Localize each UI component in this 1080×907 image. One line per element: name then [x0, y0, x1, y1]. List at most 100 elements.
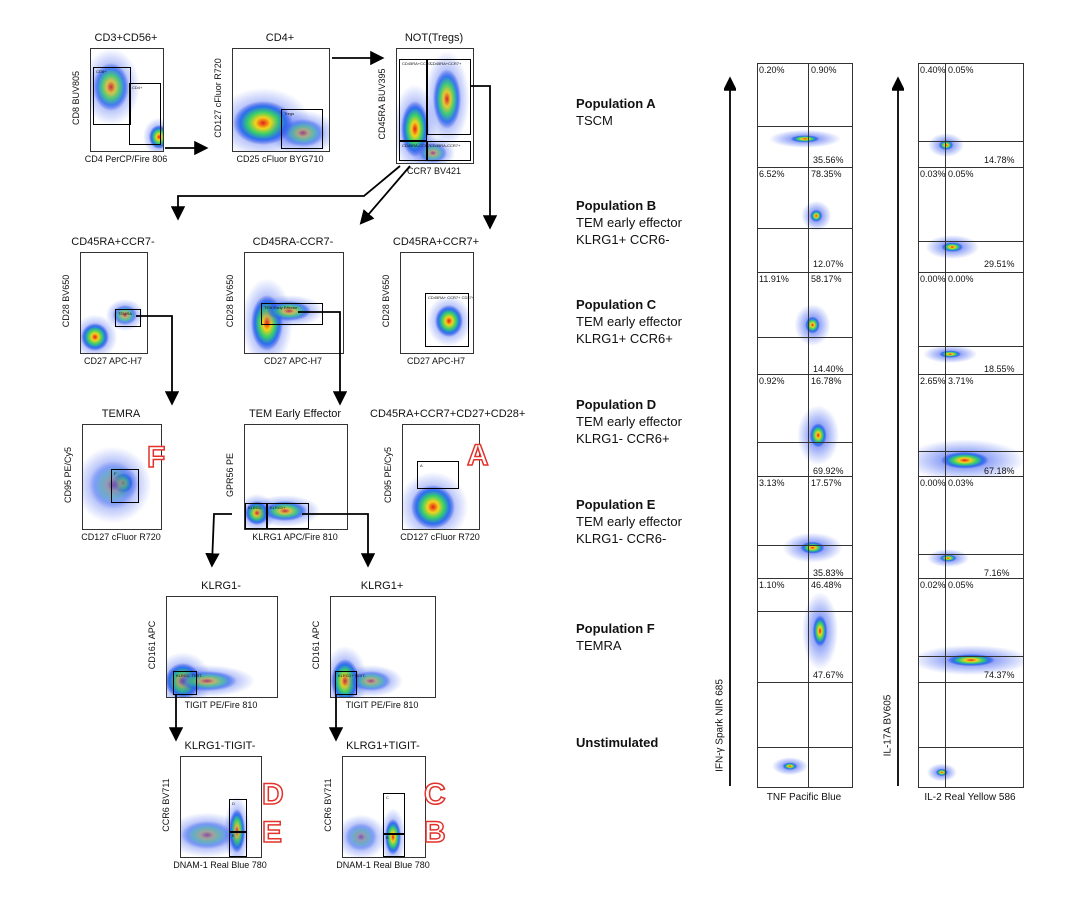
gating-plot: Tregs — [232, 48, 330, 152]
quadrant-hline — [758, 611, 852, 612]
cytokine-density — [925, 235, 980, 260]
gate-region[interactable]: CD45RA-CCR7+ — [427, 141, 471, 161]
gate-region[interactable]: KLRG1+ TIGIT- — [335, 671, 366, 695]
panel-title: KLRG1-TIGIT- — [184, 740, 256, 752]
y-axis-label: CD28 BV650 — [61, 274, 71, 328]
cytokine-density — [782, 532, 843, 563]
panel-title: CD45RA-CCR7- — [252, 236, 334, 248]
quadrant-hline — [919, 241, 1023, 242]
gate-region[interactable]: E — [229, 831, 247, 857]
population-name: Population C — [576, 297, 657, 312]
quadrant-percent: 0.03% — [948, 478, 974, 488]
population-desc: KLRG1- CCR6+ — [576, 431, 670, 446]
quadrant-hline — [919, 451, 1023, 452]
gate-region[interactable]: KLRG1- — [245, 503, 267, 529]
quadrant-percent: 3.71% — [948, 376, 974, 386]
density-hotspot — [939, 554, 957, 562]
gate-label: C — [386, 795, 389, 800]
quadrant-hline — [758, 747, 852, 748]
quadrant-percent: 47.67% — [813, 670, 844, 680]
y-axis-label: CD161 APC — [311, 620, 321, 670]
density-hotspot — [345, 823, 377, 851]
gate-region[interactable]: C — [383, 793, 405, 835]
density-hotspot — [149, 125, 163, 149]
cytokine-density — [797, 405, 840, 466]
panel-title: CD4+ — [265, 32, 295, 44]
gate-region[interactable]: TEMRA — [115, 309, 141, 327]
density-hotspot — [89, 461, 137, 509]
gating-plot: TEM Early Effector — [244, 252, 344, 354]
gate-region[interactable]: Tregs — [281, 109, 323, 149]
x-axis-label: CD27 APC-H7 — [406, 356, 466, 366]
gating-plot: TEMRA — [80, 252, 148, 354]
quadrant-vline — [945, 273, 946, 377]
cytokine-cell — [757, 682, 853, 788]
quadrant-percent: 3.13% — [759, 478, 785, 488]
gate-region[interactable]: D — [229, 799, 247, 833]
quadrant-vline — [945, 375, 946, 479]
gate-region[interactable]: KLRG1- TIGIT- — [173, 671, 203, 695]
cytokine-cell — [757, 167, 853, 273]
gate-label: KLRG1- TIGIT- — [176, 673, 203, 678]
quadrant-vline — [945, 477, 946, 581]
quadrant-percent: 16.78% — [811, 376, 842, 386]
label-F: F — [146, 441, 166, 474]
quadrant-percent: 78.35% — [811, 169, 842, 179]
panel-title: TEMRA — [101, 408, 141, 420]
gate-region[interactable]: CD45RA-CCR7- — [399, 141, 431, 161]
gate-region[interactable]: CD45RA+CCR7+ — [427, 59, 471, 135]
gate-region[interactable]: CD8+ — [93, 67, 131, 125]
y-axis-label: CCR6 BV711 — [161, 778, 171, 832]
density-plot — [233, 87, 329, 151]
gate-region[interactable]: KLRG1+ — [267, 503, 309, 529]
population-name: Population B — [576, 198, 657, 213]
population-desc: KLRG1+ CCR6+ — [576, 331, 673, 346]
density-hotspot — [810, 209, 823, 222]
quadrant-hline — [919, 656, 1023, 657]
gate-label: CD4+ — [132, 85, 143, 90]
quadrant-hline — [758, 228, 852, 229]
density-plot — [83, 446, 152, 524]
quadrant-vline — [808, 168, 809, 272]
y-axis-label: CCR6 BV711 — [323, 778, 333, 832]
gate-region[interactable]: A — [417, 461, 459, 489]
quadrant-hline — [919, 141, 1023, 142]
cytokine-density — [926, 763, 957, 782]
gating-plot: F — [82, 424, 162, 530]
quadrant-percent: 0.00% — [920, 478, 946, 488]
cytokine-cell — [918, 167, 1024, 273]
panel-title: KLRG1+TIGIT- — [346, 740, 420, 752]
quadrant-percent: 0.05% — [948, 65, 974, 75]
gate-region[interactable]: B — [383, 833, 405, 857]
gate-region[interactable]: CD4+ — [129, 83, 161, 145]
quadrant-percent: 46.48% — [811, 580, 842, 590]
population-desc: TEMRA — [576, 638, 622, 653]
quadrant-percent: 2.65% — [920, 376, 946, 386]
quadrant-percent: 11.91% — [759, 274, 789, 284]
density-hotspot — [181, 821, 233, 849]
quadrant-percent: 0.05% — [948, 169, 974, 179]
quadrant-percent: 17.57% — [811, 478, 842, 488]
density-hotspot — [177, 671, 237, 691]
gate-region[interactable]: TEM Early Effector — [261, 303, 323, 325]
x-axis-label: TIGIT PE/Fire 810 — [345, 700, 419, 710]
quadrant-percent: 35.56% — [813, 155, 844, 165]
density-plot — [343, 808, 406, 857]
quadrant-percent: 14.40% — [813, 364, 844, 374]
gate-region[interactable]: F — [111, 469, 139, 503]
quadrant-percent: 0.20% — [759, 65, 785, 75]
gate-region[interactable]: CD45RA+ CCR7+ CD27+ CD28+ — [425, 293, 473, 347]
density-plot — [167, 652, 255, 697]
cytokine-cell — [757, 374, 853, 480]
quadrant-percent: 0.05% — [948, 580, 974, 590]
population-desc: TSCM — [576, 113, 613, 128]
y-axis-label: CD28 BV650 — [225, 274, 235, 328]
density-hotspot — [809, 423, 827, 448]
gate-label: D — [232, 801, 235, 806]
y-axis-arrow — [724, 76, 736, 786]
y-axis-label: CD95 PE/Cy5 — [383, 446, 393, 504]
gate-region[interactable]: CD45RA+CCR7- — [399, 59, 432, 141]
